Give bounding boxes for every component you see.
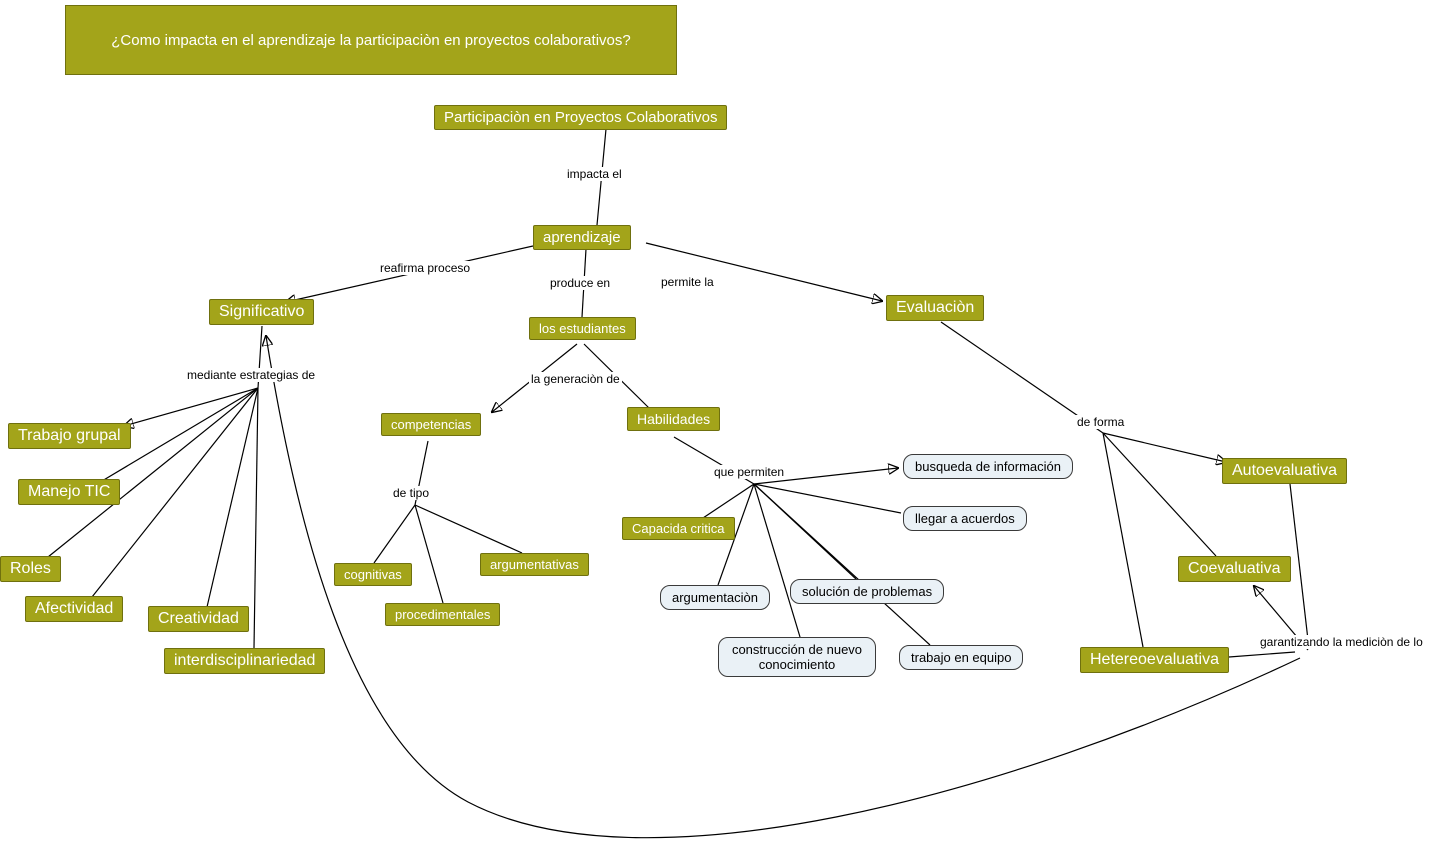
node-roles[interactable]: Roles (0, 556, 61, 582)
node-aprendizaje[interactable]: aprendizaje (533, 225, 631, 250)
link-label-de-tipo[interactable]: de tipo (391, 486, 432, 500)
node-evaluacion[interactable]: Evaluaciòn (886, 295, 985, 321)
link-label-produce-en[interactable]: produce en (548, 276, 613, 290)
node-autoevaluativa[interactable]: Autoevaluativa (1222, 458, 1347, 484)
node-manejo-tic[interactable]: Manejo TIC (18, 479, 121, 505)
link-label-impacta-el[interactable]: impacta el (565, 167, 624, 181)
link-label-de-forma[interactable]: de forma (1075, 415, 1127, 429)
node-afectividad[interactable]: Afectividad (25, 596, 124, 622)
link-label-permite-la[interactable]: permite la (659, 275, 716, 289)
node-los-estudiantes[interactable]: los estudiantes (529, 317, 636, 340)
node-procedimentales[interactable]: procedimentales (385, 603, 501, 626)
node-construccion-conocimiento[interactable]: construcción de nuevo conocimiento (718, 637, 876, 677)
link-label-que-permiten[interactable]: que permiten (712, 465, 787, 479)
node-argumentativas[interactable]: argumentativas (480, 553, 589, 576)
node-interdisciplinariedad[interactable]: interdisciplinariedad (164, 648, 326, 674)
node-llegar-acuerdos[interactable]: llegar a acuerdos (903, 506, 1027, 531)
node-argumentacion[interactable]: argumentaciòn (660, 585, 770, 610)
node-competencias[interactable]: competencias (381, 413, 482, 436)
node-significativo[interactable]: Significativo (209, 299, 315, 325)
node-trabajo-grupal[interactable]: Trabajo grupal (8, 423, 131, 449)
connector-line-group (47, 128, 1309, 839)
focus-question-box[interactable]: ¿Como impacta en el aprendizaje la parti… (65, 5, 677, 75)
node-creatividad[interactable]: Creatividad (148, 606, 249, 632)
node-busqueda-informacion[interactable]: busqueda de información (903, 454, 1073, 479)
link-label-la-generacion-de[interactable]: la generaciòn de (529, 372, 622, 386)
node-habilidades[interactable]: Habilidades (627, 407, 721, 431)
node-cognitivas[interactable]: cognitivas (334, 563, 412, 586)
node-participacion-proyectos[interactable]: Participaciòn en Proyectos Colaborativos (434, 105, 728, 130)
node-heteroevaluativa[interactable]: Hetereoevaluativa (1080, 647, 1229, 673)
link-label-mediante-estrategias[interactable]: mediante estrategias de (185, 368, 318, 382)
node-coevaluativa[interactable]: Coevaluativa (1178, 556, 1291, 582)
link-label-garantizando[interactable]: garantizando la mediciòn de lo (1258, 635, 1425, 649)
node-capacidad-critica[interactable]: Capacida critica (622, 517, 735, 540)
link-label-reafirma-proceso[interactable]: reafirma proceso (378, 261, 473, 275)
node-solucion-problemas[interactable]: solución de problemas (790, 579, 945, 604)
node-trabajo-en-equipo[interactable]: trabajo en equipo (899, 645, 1024, 670)
